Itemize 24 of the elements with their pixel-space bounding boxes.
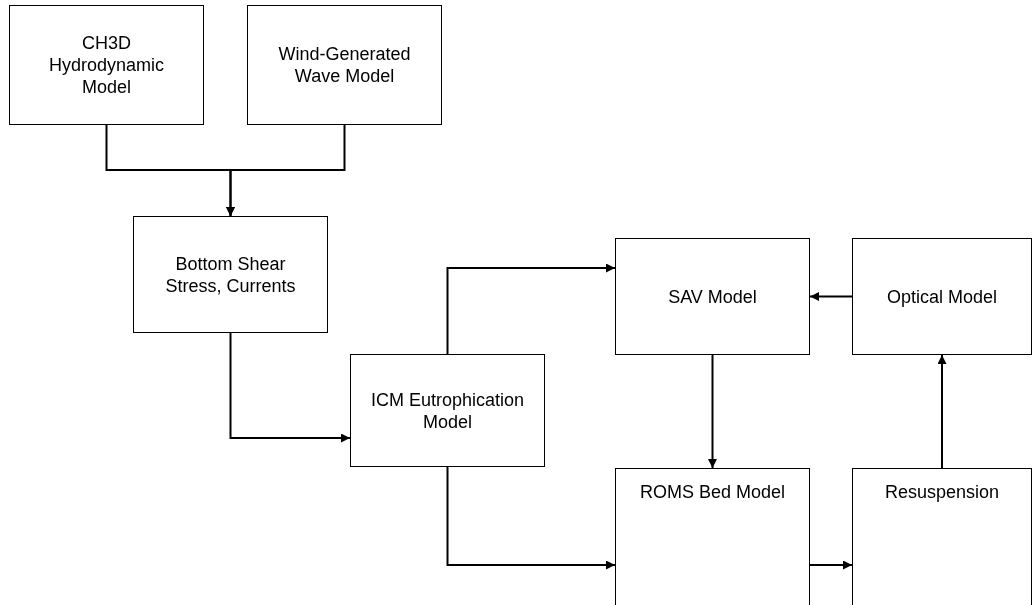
process-box xyxy=(133,216,328,333)
process-box xyxy=(852,468,1032,605)
arrow xyxy=(937,354,947,469)
box-label: ICM Eutrophication Model xyxy=(369,388,526,433)
arrow xyxy=(708,354,717,469)
arrow xyxy=(229,332,351,443)
box-label: CH3D Hydrodynamic Model xyxy=(47,32,165,98)
box-label: ROMS Bed Model xyxy=(639,481,786,503)
arrow xyxy=(226,124,346,217)
arrow xyxy=(809,292,853,301)
box-label: Wind-Generated Wave Model xyxy=(277,43,412,87)
box-label: Resuspension xyxy=(884,481,1000,503)
arrow xyxy=(446,466,616,570)
box-label: SAV Model xyxy=(668,285,757,308)
box-label: Optical Model xyxy=(886,285,998,308)
arrow xyxy=(809,560,853,570)
process-box xyxy=(615,238,810,355)
process-box xyxy=(615,468,810,605)
box-label: Bottom Shear Stress, Currents xyxy=(164,252,297,297)
process-box xyxy=(852,238,1032,355)
process-box xyxy=(247,5,442,125)
process-box xyxy=(350,354,545,467)
arrow xyxy=(446,263,616,355)
process-box xyxy=(9,5,204,125)
